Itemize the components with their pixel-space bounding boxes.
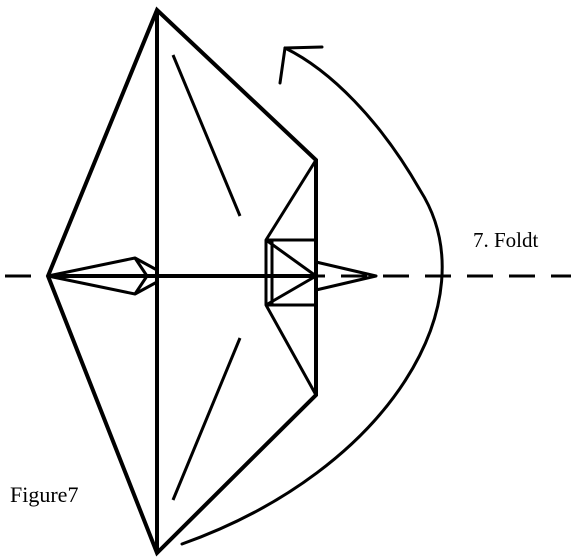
left-flap [48,258,157,294]
kite-outline [48,10,316,553]
figure-label: Figure7 [10,484,78,506]
curved-arrow [182,47,442,544]
lower-diagonal-crease [173,338,240,500]
step-instruction-text: 7. Foldt [473,230,538,251]
